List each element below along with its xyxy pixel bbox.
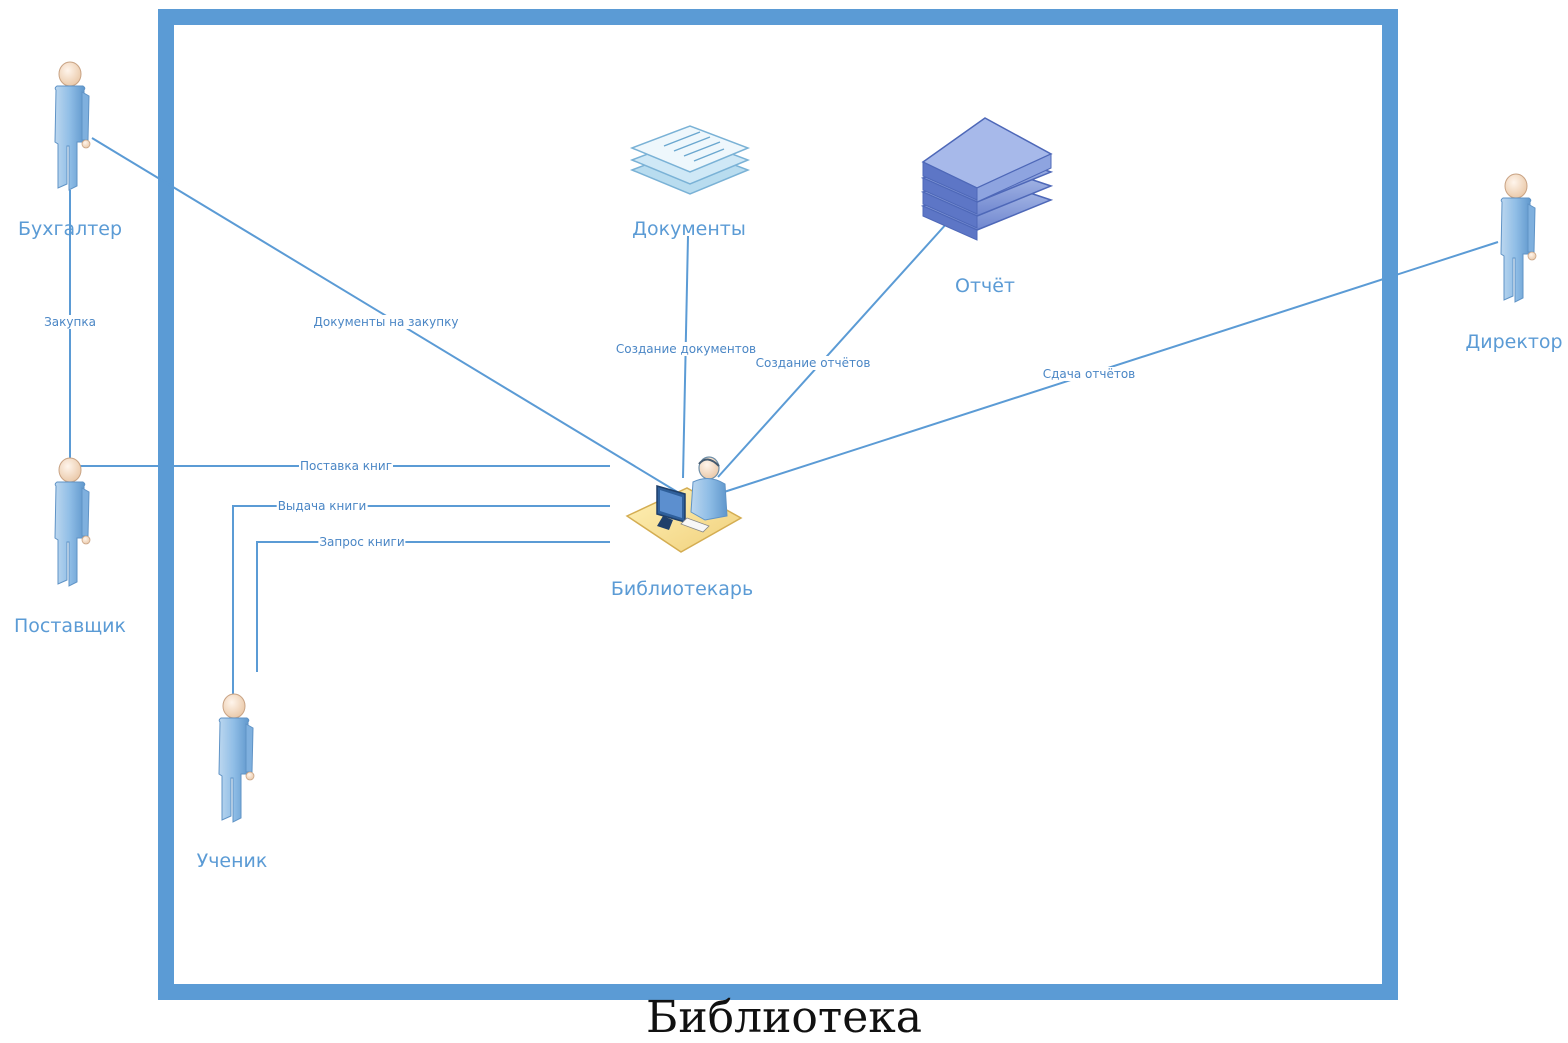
connector-book-issue [232,505,610,694]
edge-label-book-delivery: Поставка книг [299,459,393,473]
actor-student-person-icon [218,693,255,823]
edge-label-submit-reports: Сдача отчётов [1041,367,1137,381]
edge-label-book-issue: Выдача книги [276,499,368,513]
connectors [69,137,1499,694]
connector-book-request [256,541,610,672]
report-label: Отчёт [954,275,1016,297]
edge-label-purchase: Закупка [43,315,97,329]
actor-supplier-person-icon [54,457,91,587]
actor-accountant-label: Бухгалтер [17,218,123,240]
actor-director-label: Директор [1465,331,1563,353]
librarian-at-computer-icon [625,456,743,553]
librarian-label: Библиотекарь [610,578,754,600]
actor-supplier-label: Поставщик [14,615,126,637]
edge-label-book-request: Запрос книги [318,535,406,549]
book-stack-icon [920,117,1054,241]
actor-accountant-person-icon [54,61,91,191]
document-stack-icon [629,125,751,195]
system-boundary [158,9,1398,1000]
system-boundary-title: Библиотека [645,992,923,1043]
documents-label: Документы [632,218,746,240]
actor-student-label: Ученик [196,850,268,872]
actor-director-person-icon [1500,173,1537,303]
edge-label-create-reports: Создание отчётов [754,356,872,370]
connector-create-reports [717,221,949,478]
edge-label-create-docs: Создание документов [614,342,758,356]
connector-create-docs [682,235,689,479]
edge-label-purchase-docs: Документы на закупку [312,315,460,329]
